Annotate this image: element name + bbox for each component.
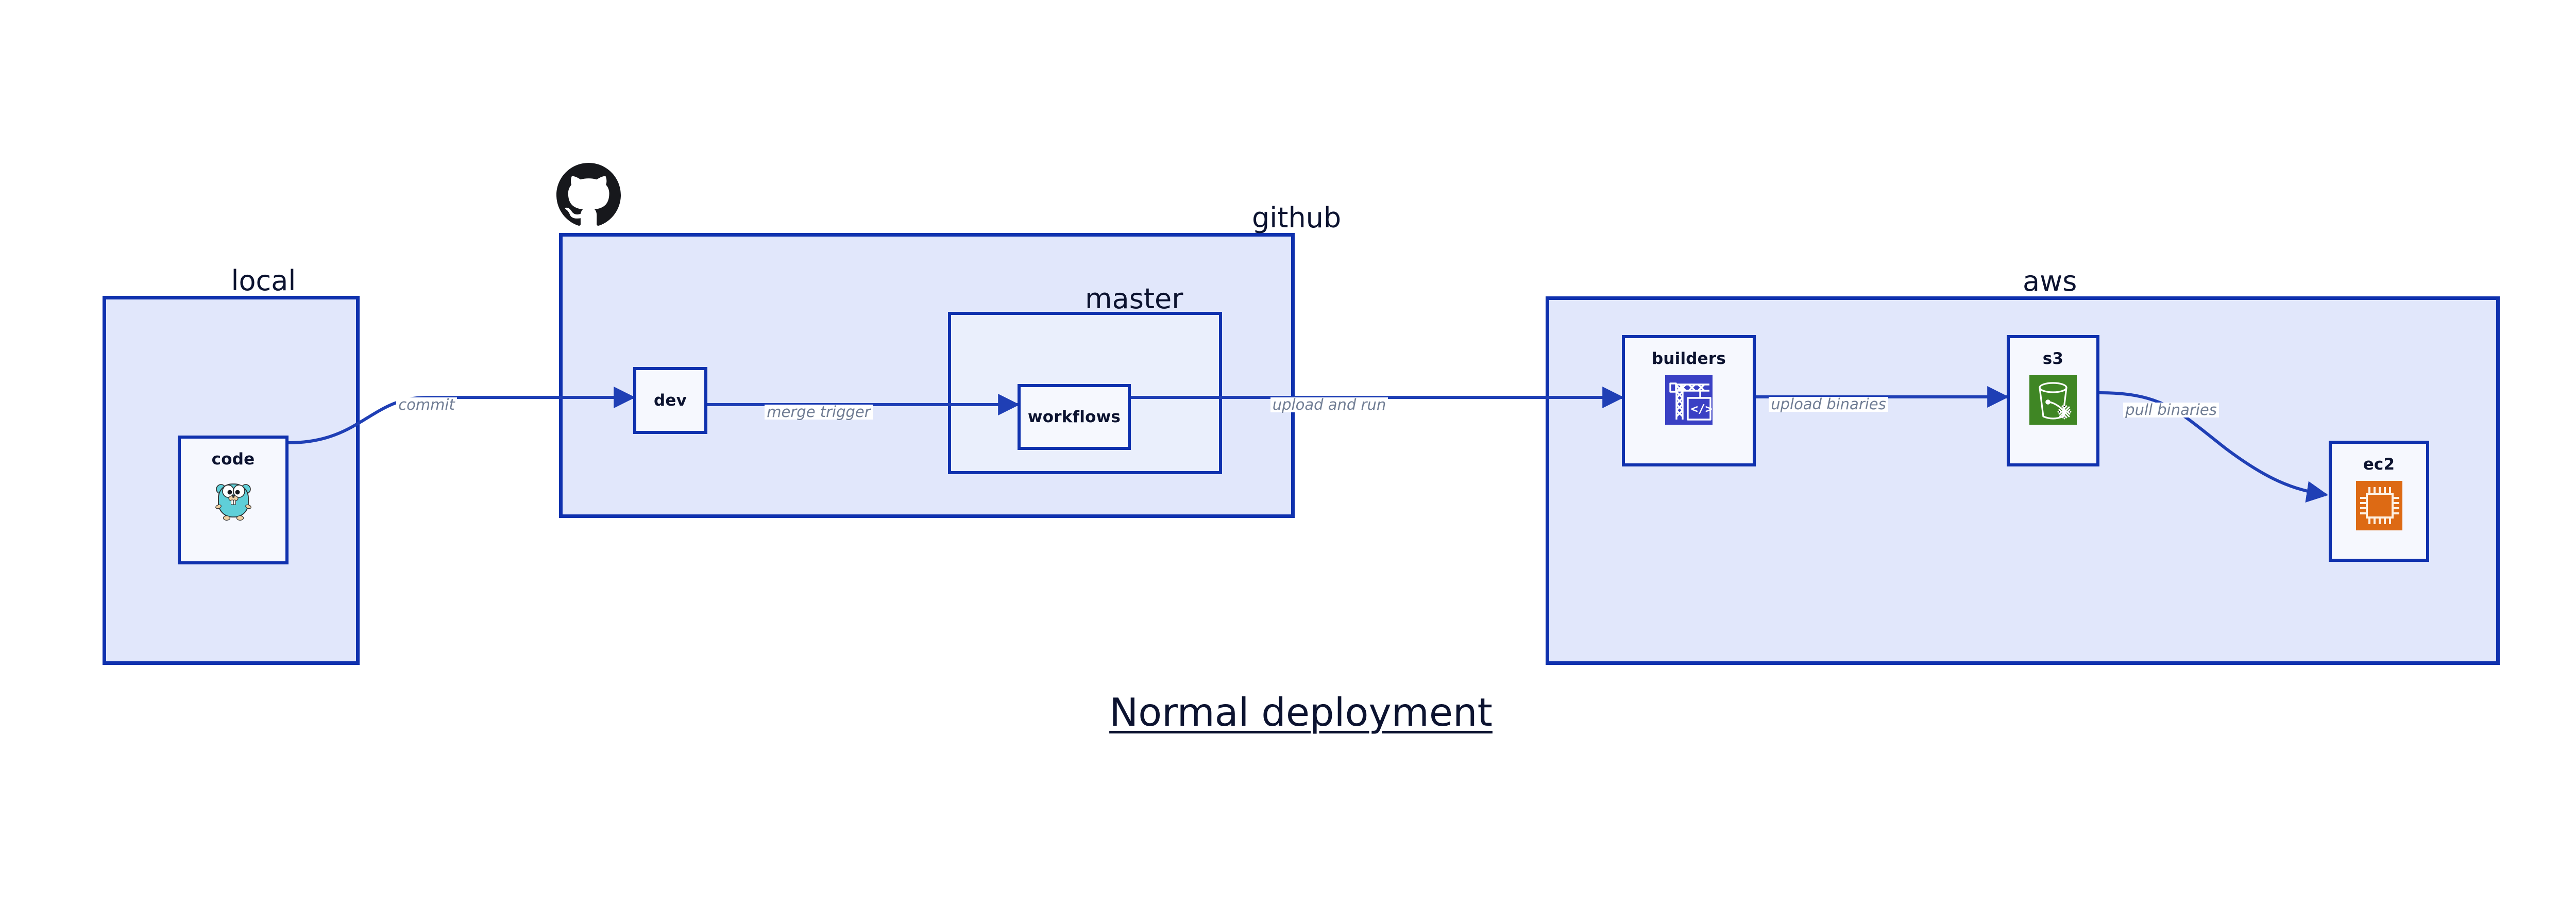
subgroup-master-label: master — [1085, 282, 1183, 315]
node-s3-label: s3 — [2042, 349, 2064, 368]
svg-text:</>: </> — [1691, 403, 1713, 416]
node-builders[interactable]: builders < — [1622, 335, 1756, 466]
aws-ec2-chip-icon — [2355, 481, 2402, 532]
node-ec2[interactable]: ec2 — [2329, 441, 2429, 562]
github-octocat-logo — [556, 163, 621, 229]
group-aws-label: aws — [2023, 265, 2077, 297]
node-dev[interactable]: dev — [633, 367, 707, 434]
edge-label-pull-binaries: pull binaries — [2123, 403, 2219, 417]
node-workflows-label: workflows — [1027, 408, 1121, 426]
aws-codebuild-icon: </> — [1665, 375, 1713, 427]
edge-label-upload-and-run: upload and run — [1270, 397, 1388, 412]
node-s3[interactable]: s3 — [2007, 335, 2099, 466]
edge-label-merge-trigger: merge trigger — [765, 405, 873, 420]
node-code[interactable]: code — [178, 436, 289, 564]
node-workflows[interactable]: workflows — [1018, 384, 1131, 450]
edge-label-commit: commit — [396, 397, 457, 412]
node-ec2-label: ec2 — [2363, 455, 2395, 474]
aws-s3-bucket-icon — [2029, 375, 2077, 427]
go-gopher-icon — [214, 476, 252, 523]
node-code-label: code — [211, 450, 255, 469]
edge-label-upload-binaries: upload binaries — [1769, 397, 1888, 412]
diagram-title: Normal deployment — [1109, 690, 1493, 735]
group-github-label: github — [1252, 202, 1342, 234]
node-builders-label: builders — [1651, 349, 1726, 368]
node-dev-label: dev — [653, 391, 687, 410]
group-local-label: local — [231, 264, 296, 297]
